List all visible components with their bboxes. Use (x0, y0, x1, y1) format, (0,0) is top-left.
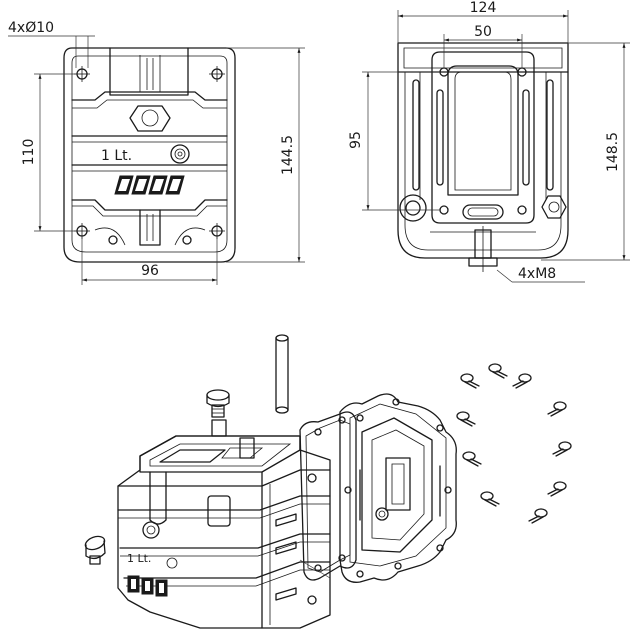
front-mount-holes (74, 66, 225, 245)
side-right-plug (541, 195, 567, 219)
logo-blocks (114, 175, 185, 195)
side-plug (84, 535, 106, 565)
side-drain-plug (468, 226, 498, 272)
exploded-view: 1 Lt. (84, 334, 572, 629)
thread-label: 4xM8 (518, 266, 556, 282)
dim-110: 110 (21, 73, 78, 232)
front-view: 1 Lt. (8, 20, 305, 285)
dim-holes-front: 4xØ10 (8, 20, 95, 68)
side-left-boss (399, 194, 427, 222)
front-outer-outline (63, 47, 236, 263)
side-oval-slot (462, 204, 504, 220)
cover-screws (456, 363, 572, 524)
holes-label: 4xØ10 (8, 20, 54, 36)
front-upper-rib (71, 91, 228, 101)
side-view: 124 50 95 148.5 4xM8 (348, 0, 630, 283)
breather-plug (206, 389, 230, 418)
dim-95: 95 (348, 71, 440, 211)
dim-110-label: 110 (21, 139, 37, 166)
front-inner-outline (71, 55, 228, 253)
dim-148-5: 148.5 (541, 42, 630, 261)
side-cover-plate (431, 51, 535, 224)
dim-124-label: 124 (470, 0, 497, 16)
front-drain-slot (139, 209, 161, 246)
dowel-pin (275, 334, 289, 414)
dim-96: 96 (81, 236, 218, 285)
dim-95-label: 95 (348, 131, 364, 149)
dim-thread: 4xM8 (496, 266, 585, 283)
iso-logo-blocks (127, 575, 168, 597)
housing-body: 1 Lt. (117, 419, 331, 629)
dim-124: 124 (397, 0, 569, 44)
dim-148-5-label: 148.5 (605, 132, 621, 172)
side-cover-holes (439, 67, 527, 215)
fill-plug (129, 105, 171, 132)
sight-glass (170, 144, 190, 164)
cover-plate (339, 393, 457, 583)
dim-50-label: 50 (474, 24, 492, 40)
iso-capacity-label: 1 Lt. (127, 552, 151, 565)
dim-96-label: 96 (141, 263, 159, 279)
front-lower-rib (71, 199, 228, 211)
dim-144-5-label: 144.5 (280, 135, 296, 175)
capacity-label: 1 Lt. (101, 148, 132, 164)
dim-50: 50 (443, 24, 523, 68)
dim-144-5: 144.5 (226, 47, 305, 263)
front-top-boss (109, 47, 189, 96)
